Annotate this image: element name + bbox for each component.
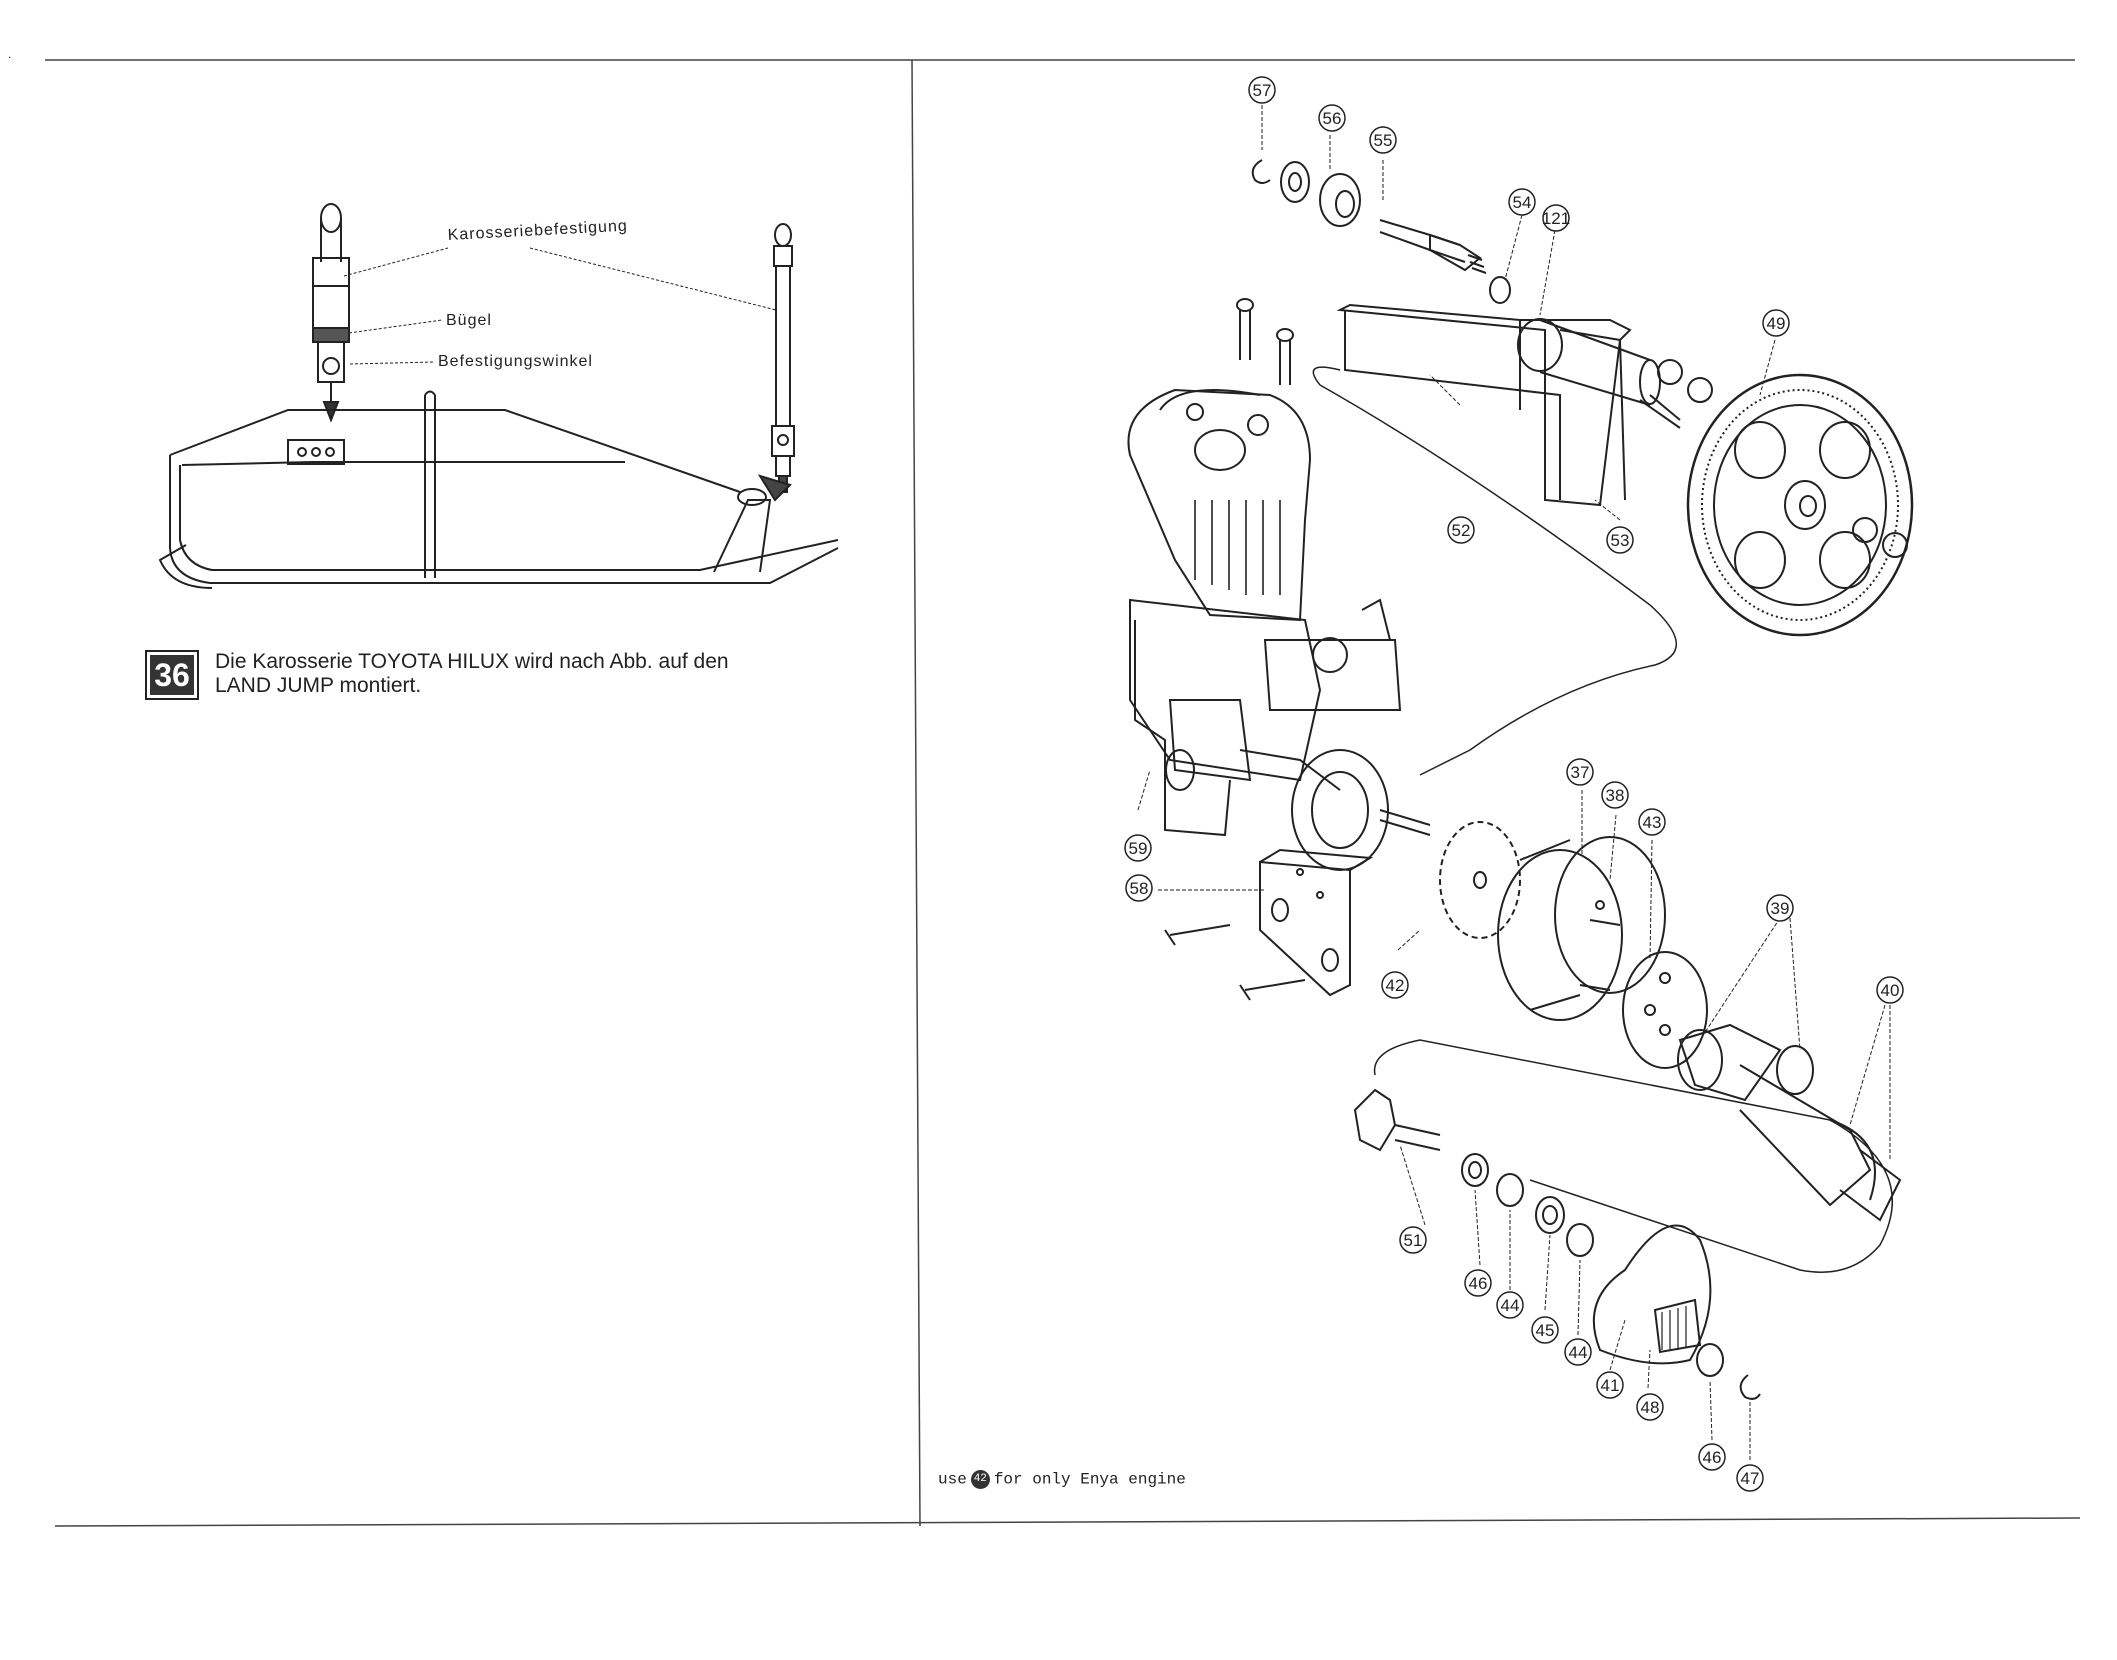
part-number-label: 59 (1129, 839, 1148, 858)
callout-circle (1508, 188, 1536, 216)
callout-circle (1542, 204, 1570, 232)
part-number-label: 46 (1703, 1448, 1722, 1467)
callout-circle (1762, 309, 1790, 337)
part-callouts: 57 56 55 54 121 49 52 53 59 58 42 37 38 43 39 40 51 46 44 4… (1124, 76, 1904, 1492)
part-number-label: 42 (1386, 976, 1405, 995)
part-number-label: 56 (1323, 109, 1342, 128)
callout-circle (1698, 1443, 1726, 1471)
page-rules (45, 59, 2081, 1527)
part-number-label: 37 (1571, 763, 1590, 782)
label-mounting-angle: Befestigungswinkel (438, 353, 593, 370)
part-number-label: 49 (1767, 314, 1786, 333)
part-number-label: 55 (1374, 131, 1393, 150)
callout-circle (1601, 781, 1629, 809)
part-number-label: 58 (1130, 879, 1149, 898)
callout-circle (1638, 808, 1666, 836)
part-number-label: 48 (1641, 1398, 1660, 1417)
callout-circle (1125, 874, 1153, 902)
part-number-label: 38 (1606, 786, 1625, 805)
engine-exploded-view (1127, 105, 1914, 1460)
callout-circle (1606, 526, 1634, 554)
callout-circle (1369, 126, 1397, 154)
part-number-label: 44 (1501, 1296, 1520, 1315)
callout-circle (1496, 1291, 1524, 1319)
part-number-label: 39 (1771, 899, 1790, 918)
part-number-label: 47 (1741, 1469, 1760, 1488)
callout-circle (1399, 1226, 1427, 1254)
part-number-label: 57 (1253, 81, 1272, 100)
callout-circle (1736, 1464, 1764, 1492)
page-dot: . (8, 47, 11, 61)
part-number-label: 54 (1513, 193, 1532, 212)
part-number-label: 53 (1611, 531, 1630, 550)
callout-circle (1636, 1393, 1664, 1421)
callout-circle (1766, 894, 1794, 922)
part-number-label: 46 (1469, 1274, 1488, 1293)
label-body-mount: Karosseriebefestigung (447, 218, 628, 244)
part-number-label: 121 (1542, 209, 1570, 228)
callout-circle (1447, 516, 1475, 544)
part-number-label: 51 (1404, 1231, 1423, 1250)
body-mount-drawing (158, 203, 839, 589)
callout-circle (1248, 76, 1276, 104)
callout-circle (1564, 1338, 1592, 1366)
part-number-label: 52 (1452, 521, 1471, 540)
part-number-label: 44 (1569, 1343, 1588, 1362)
part-number-label: 40 (1881, 981, 1900, 1000)
callout-circle (1566, 758, 1594, 786)
part-number-label: 45 (1536, 1321, 1555, 1340)
callout-circle (1124, 834, 1152, 862)
part-number-label: 43 (1643, 813, 1662, 832)
step-caption: Die Karosserie TOYOTA HILUX wird nach Ab… (215, 650, 729, 697)
callout-circle (1531, 1316, 1559, 1344)
callout-circle (1876, 976, 1904, 1004)
callout-circle (1318, 104, 1346, 132)
note-part-ref: 42 (970, 1470, 990, 1489)
callout-circle (1596, 1371, 1624, 1399)
part-number-label: 41 (1601, 1376, 1620, 1395)
callout-circle (1381, 971, 1409, 999)
callout-circle (1464, 1269, 1492, 1297)
label-bracket: Bügel (446, 312, 492, 329)
step-number-badge: 36 (145, 650, 199, 700)
